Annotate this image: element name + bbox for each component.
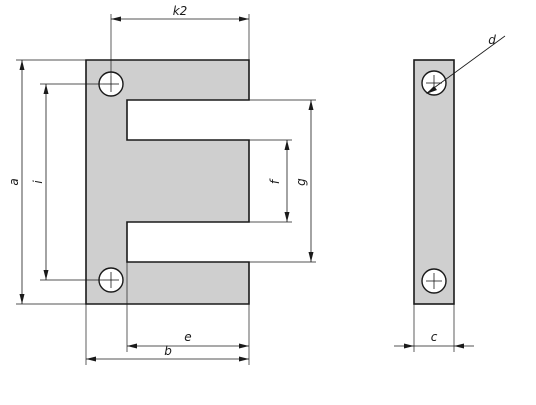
dimension-a <box>16 59 86 305</box>
label-a: a <box>7 178 21 185</box>
side-hole-top <box>421 70 447 96</box>
label-d: d <box>488 33 496 47</box>
dimension-i <box>40 83 103 281</box>
label-k2: k2 <box>173 4 188 18</box>
i-lamination-outline <box>413 59 455 305</box>
dimension-f <box>249 139 292 223</box>
label-e: e <box>184 330 191 344</box>
dimension-e <box>126 262 250 365</box>
label-g: g <box>294 178 308 186</box>
label-i: i <box>31 180 45 184</box>
label-b: b <box>164 344 172 358</box>
dimension-d <box>426 35 506 94</box>
dimension-g <box>249 99 316 263</box>
side-hole-bottom <box>421 268 447 294</box>
dimension-c <box>394 304 474 352</box>
label-f: f <box>268 178 282 184</box>
dimension-b <box>85 304 249 365</box>
label-c: c <box>431 330 438 344</box>
dimension-k2 <box>110 14 250 76</box>
